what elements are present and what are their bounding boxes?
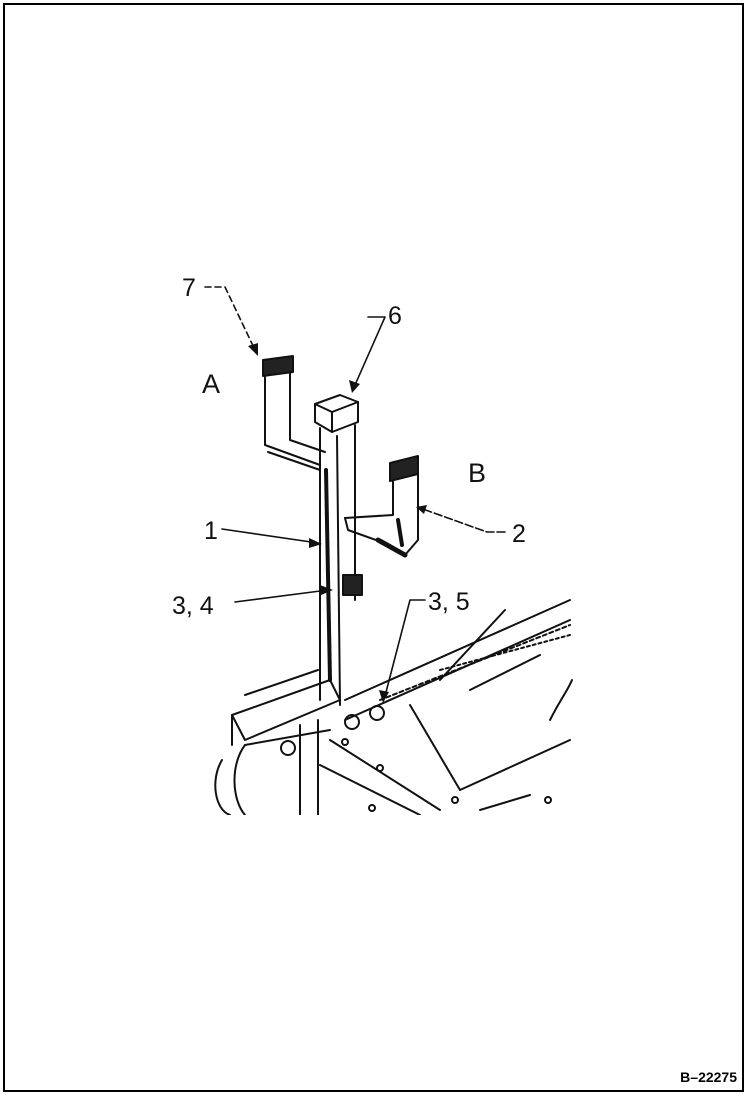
callout-3-4: 3, 4 [172,592,214,620]
callout-1: 1 [204,517,218,545]
view-label-a: A [202,369,221,399]
bracket-a [262,355,326,471]
machine-frame [208,599,576,819]
callout-3-5: 3, 5 [428,588,470,616]
callout-6: 6 [388,302,402,330]
bracket-b [344,455,419,558]
figure-border [3,3,744,1092]
callout-2: 2 [512,520,526,548]
center-post [314,394,363,706]
leader-lines [204,286,506,697]
figure-id: B–22275 [680,1069,737,1085]
arrowheads [248,343,427,703]
callout-7: 7 [182,274,196,302]
view-label-b: B [468,458,487,488]
